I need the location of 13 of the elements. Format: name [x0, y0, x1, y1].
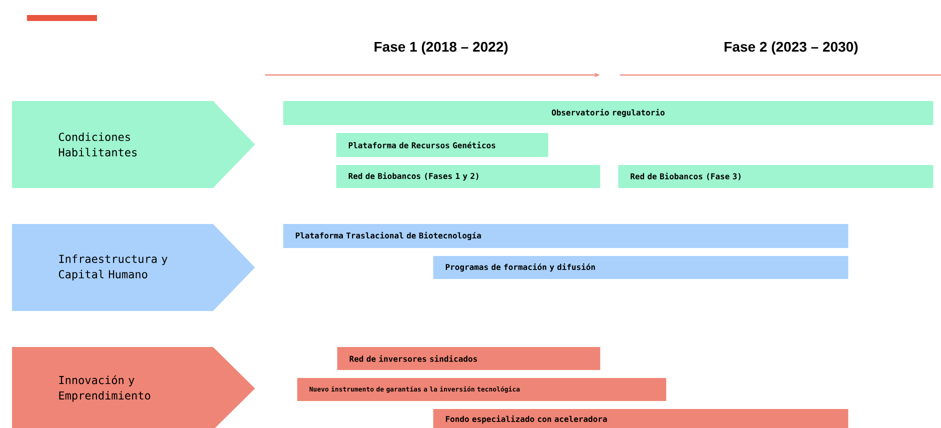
phase-heading: Fase 2 (2023 – 2030) — [724, 41, 858, 55]
timeline-bar: Plataforma de Recursos Genéticos — [336, 133, 548, 157]
timeline-bar: Red de Biobancos (Fase 3) — [618, 165, 934, 188]
timeline-bar: Red de Biobancos (Fases 1 y 2) — [336, 165, 600, 188]
category-banner: Infraestructura y Capital Humano — [12, 224, 255, 311]
timeline-bar: Red de inversores sindicados — [337, 347, 600, 370]
phase-heading: Fase 1 (2018 – 2022) — [374, 41, 508, 55]
category-banner: Condiciones Habilitantes — [12, 101, 255, 188]
category-banner: Innovación y Emprendimiento — [12, 347, 255, 428]
timeline-bar: Fondo especializado con aceleradora — [433, 409, 848, 428]
timeline-bar: Plataforma Traslacional de Biotecnología — [283, 224, 848, 248]
timeline-bar: Observatorio regulatorio — [283, 101, 934, 125]
timeline-bar: Programas de formación y difusión — [433, 256, 848, 279]
